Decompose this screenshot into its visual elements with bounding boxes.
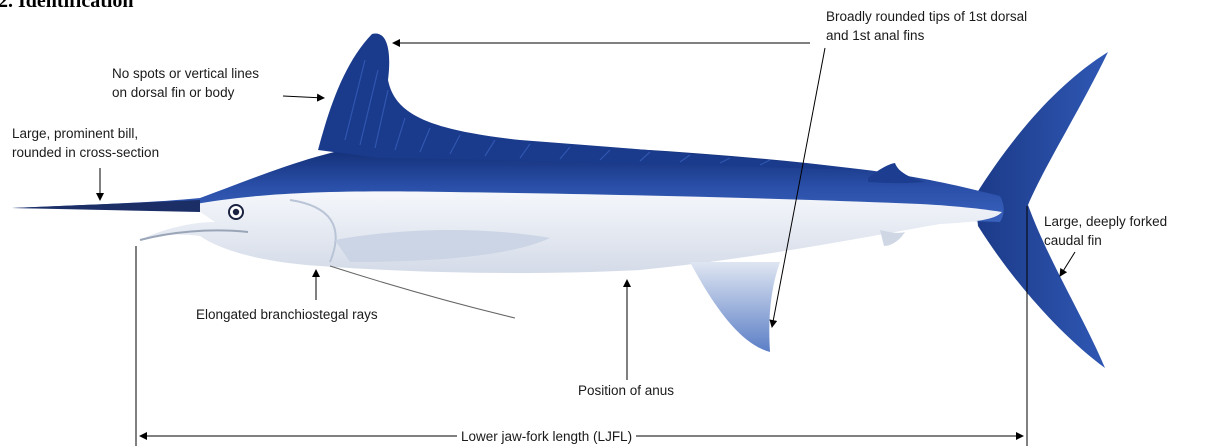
label-dorsal-tips: Broadly rounded tips of 1st dorsal and 1… [826, 7, 1027, 45]
label-anus: Position of anus [578, 381, 674, 400]
fish-belly [140, 191, 1002, 273]
label-no-spots: No spots or vertical lines on dorsal fin… [112, 64, 259, 102]
section-heading: 2. Identification [0, 0, 134, 13]
bill [12, 200, 200, 212]
label-line: rounded in cross-section [12, 143, 159, 162]
label-line: caudal fin [1044, 231, 1167, 250]
label-line: Large, deeply forked [1044, 212, 1167, 231]
no-spots-arrow [283, 96, 324, 98]
caudal-arrow [1060, 252, 1075, 276]
label-ljfl: Lower jaw-fork length (LJFL) [457, 427, 636, 446]
label-line: and 1st anal fins [826, 26, 1027, 45]
first-dorsal-fin [318, 33, 860, 170]
label-bill: Large, prominent bill, rounded in cross-… [12, 124, 159, 162]
label-caudal: Large, deeply forked caudal fin [1044, 212, 1167, 250]
label-line: on dorsal fin or body [112, 83, 259, 102]
label-line: Broadly rounded tips of 1st dorsal [826, 7, 1027, 26]
label-branchiostegal: Elongated branchiostegal rays [196, 305, 378, 324]
first-anal-fin [690, 262, 780, 352]
label-line: Large, prominent bill, [12, 124, 159, 143]
label-line: No spots or vertical lines [112, 64, 259, 83]
second-dorsal-fin [868, 163, 925, 183]
